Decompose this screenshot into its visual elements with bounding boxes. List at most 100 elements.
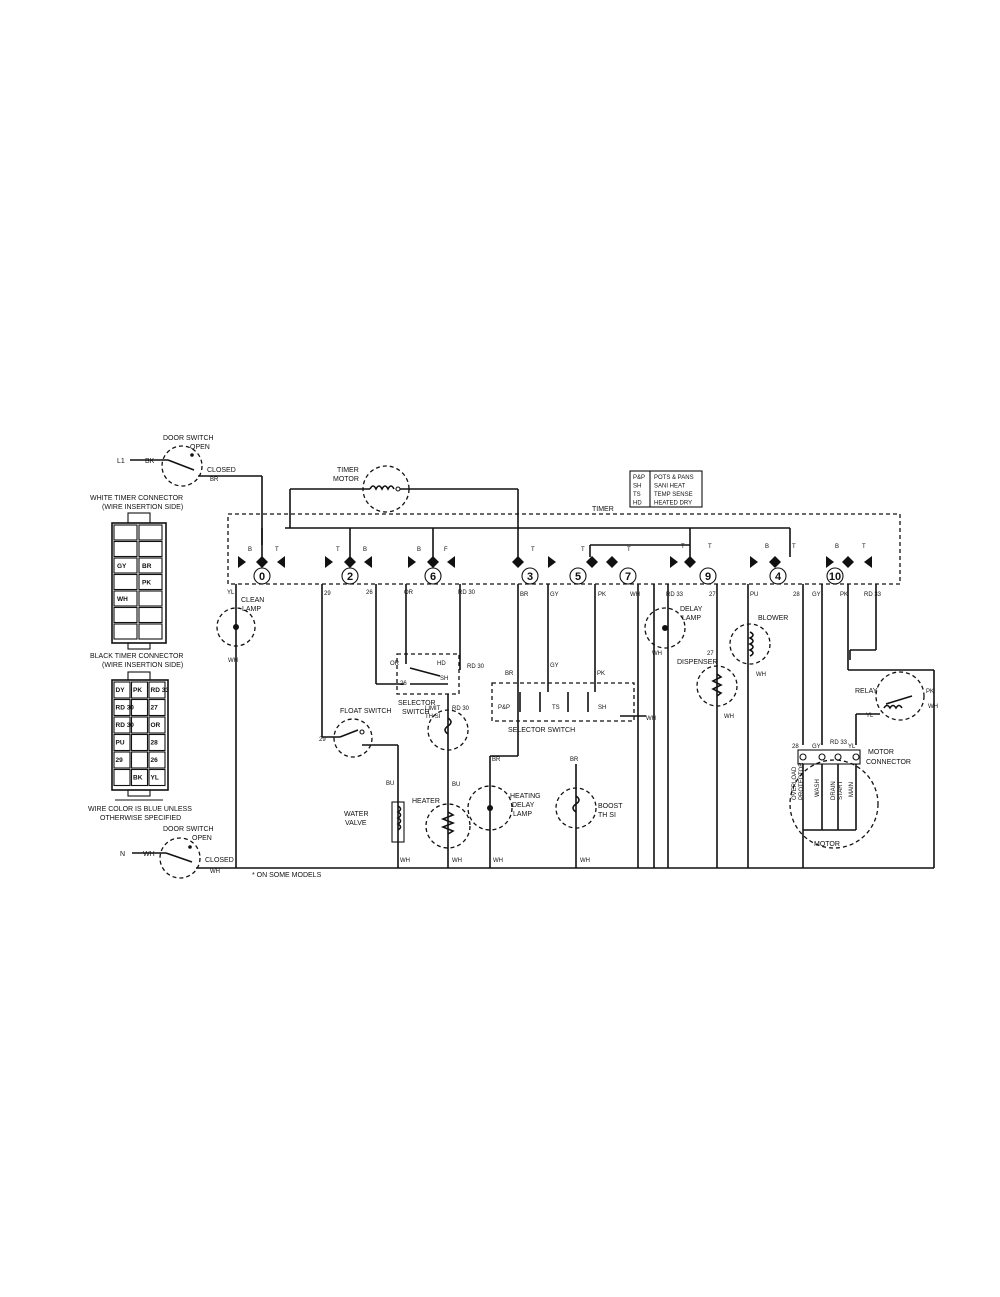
delay-lamp-label1: DELAY [680,606,703,613]
connector-cell-label: WH [117,596,128,603]
connector-cell [130,698,149,717]
motor-circle [789,759,879,849]
legend-text: TEMP SENSE [654,492,693,498]
connector-cell [138,590,163,607]
connector-cell [113,540,138,558]
drain-label: DRAIN [831,781,837,800]
timer-contact [256,556,268,568]
wire-note-line1: WIRE COLOR IS BLUE UNLESS [88,806,192,813]
door-switch-top-circle [161,445,203,487]
contact-letter: T [862,544,866,550]
timer-contact [864,556,872,568]
contact-letter: T [708,544,712,550]
svg-text:RD 30: RD 30 [467,664,485,670]
contact-letter: B [417,547,421,553]
svg-text:BU: BU [452,782,460,788]
connector-cell [148,733,166,752]
blower: PU BLOWER WH [729,584,788,868]
svg-text:HD: HD [437,661,446,667]
timer-contact [512,556,524,568]
svg-text:BR: BR [520,592,529,598]
dispenser-label: DISPENSER [677,659,717,666]
timer-cam-number: 7 [625,571,631,583]
contact-letter: B [765,544,769,550]
timer-cam-number: 5 [575,571,581,583]
timer-cam: 3 [521,567,539,585]
on-some-models-note: * ON SOME MODELS [252,872,322,879]
heater-label: HEATER [412,798,440,805]
white-connector-subtitle: (WIRE INSERTION SIDE) [102,504,183,511]
svg-text:26: 26 [366,590,373,596]
svg-text:WH: WH [452,858,462,864]
timer-cam: 6 [424,567,442,585]
timer-contact [325,556,333,568]
contact-letter: T [581,547,585,553]
limit-label1: LIMIT [425,706,441,712]
connector-cell [113,681,131,699]
selector-switch-2: SELECTOR SWITCH GY GY PK PK P&P TS SH WH [491,584,656,734]
svg-text:WH: WH [724,714,734,720]
overload-label: OVERLOAD [792,766,798,800]
timer-contact [750,556,758,568]
svg-text:YL: YL [866,713,874,719]
svg-text:RD 33: RD 33 [666,592,684,598]
timer-cam-number: 6 [430,571,436,583]
contact-letter: T [681,544,685,550]
timer-cam-number: 2 [347,571,353,583]
timer-contact [427,556,439,568]
svg-text:PK: PK [926,689,934,695]
black-connector-subtitle: (WIRE INSERTION SIDE) [102,662,183,669]
connector-cell [148,698,166,717]
selector-switch-1: 26 OR RD 30 OR 26 HD SH RD 30 SELECTOR S… [366,584,485,716]
svg-text:YL: YL [848,744,856,750]
clean-lamp-label1: CLEAN [241,597,264,604]
legend-text: HEATED DRY [654,501,692,507]
svg-text:26: 26 [400,681,407,687]
connector-cell-label: RD 30 [116,722,135,729]
connector-cell-label: PK [142,580,151,587]
svg-text:RD 30: RD 30 [458,590,476,596]
delay-lamp-label2: LAMP [682,615,701,622]
svg-text:BR: BR [492,757,501,763]
svg-text:P&P: P&P [498,705,510,711]
timer-motor: TIMER MOTOR [289,465,519,560]
legend-text: POTS & PANS [654,475,694,481]
door-switch-top-label: DOOR SWITCH [163,435,214,442]
legend-code: SH [633,484,641,490]
connector-cell [113,606,138,624]
wash-label: WASH [815,779,821,797]
boost-label1: BOOST [598,803,623,810]
selector-switch-1-label1: SELECTOR [398,700,436,707]
svg-text:29: 29 [324,591,331,597]
selector-switch-2-label: SELECTOR SWITCH [508,727,575,734]
connector-cell [148,716,166,734]
dispenser: 27 27 DISPENSER WH [677,584,738,868]
timer-contact [364,556,372,568]
timer-cam: 10 [826,567,844,585]
timer-cam-number: 4 [775,571,782,583]
connector-cell [113,751,131,769]
timer-cam: 4 [769,567,787,585]
connector-cell [148,751,166,769]
heating-delay-label3: LAMP [513,811,532,818]
motor-connector-pin [834,753,842,761]
connector-cell [148,681,166,699]
timer-cam: 7 [619,567,637,585]
svg-text:27: 27 [709,592,716,598]
contact-letter: B [363,547,367,553]
connector-cell-label: 26 [151,757,159,764]
connector-cell [130,733,149,752]
n-label: N [120,851,125,858]
door-switch-bottom-closed: CLOSED [205,857,234,864]
connector-cell-label: OR [151,722,161,729]
timer-contact [769,556,781,568]
connector-cell [130,751,149,769]
connector-cell [113,524,138,541]
svg-text:WH: WH [493,858,503,864]
float-switch-label: FLOAT SWITCH [340,708,391,715]
connector-cell-label: BK [133,775,143,782]
door-switch-bottom-open: OPEN [192,835,212,842]
svg-text:GY: GY [550,663,559,669]
legend-code: HD [633,501,642,507]
yl-label-1: YL [227,590,235,596]
